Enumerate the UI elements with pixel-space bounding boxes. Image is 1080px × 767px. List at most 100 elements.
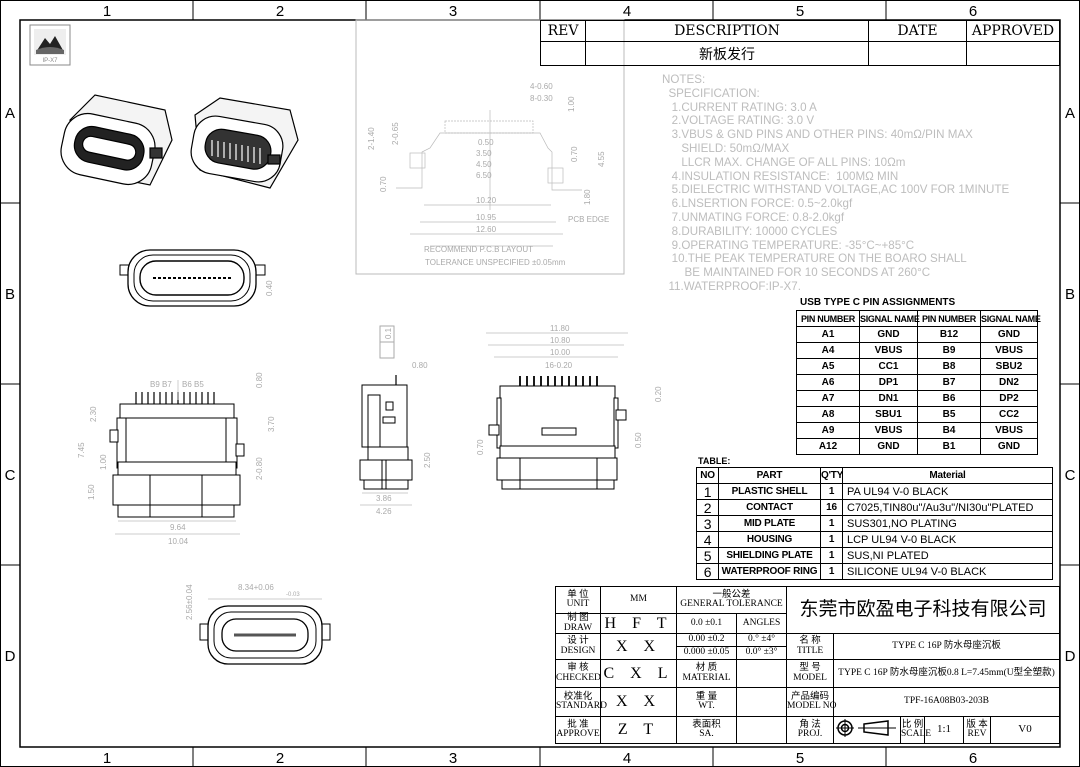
pin-header: SIGNAL NAME <box>980 310 1041 327</box>
note-line: 3.VBUS & GND PINS AND OTHER PINS: 40mΩ/P… <box>662 128 973 142</box>
dim-label: 10.00 <box>550 348 571 357</box>
pin-cell: GND <box>859 438 918 455</box>
parts-cell: 1 <box>820 531 843 548</box>
pin-cell: B8 <box>917 358 981 375</box>
zone-col: 1 <box>103 750 111 767</box>
note-line: 7.UNMATING FORCE: 0.8-2.0kgf <box>662 210 845 224</box>
parts-cell: 5 <box>696 547 719 564</box>
zone-col: 5 <box>796 750 804 767</box>
parts-cell: HOUSING <box>718 531 821 548</box>
tolerance-2: 0.00 ±0.2 <box>676 633 737 647</box>
zone-row: B <box>1065 286 1075 303</box>
dim-label: 0.70 <box>570 146 579 162</box>
note-line: 8.DURABILITY: 10000 CYCLES <box>662 224 838 238</box>
checked-value: C X L <box>600 659 677 688</box>
pcb-tolerance-note: TOLERANCE UNSPECIFIED ±0.05mm <box>425 258 566 267</box>
parts-cell: 2 <box>696 499 719 516</box>
dim-label: 8.34+0.06 <box>238 583 274 592</box>
zone-col: 3 <box>449 3 457 20</box>
pin-cell: CC2 <box>980 406 1038 423</box>
front-view: 0.40 <box>119 249 274 307</box>
pin-cell: A8 <box>796 406 860 423</box>
dim-label: 9.64 <box>170 523 186 532</box>
parts-header: Material <box>842 467 1053 484</box>
parts-cell: 1 <box>696 483 719 500</box>
parts-cell: SILICONE UL94 V-0 BLACK <box>842 563 1053 580</box>
note-line: 10.THE PEAK TEMPERATURE ON THE BOARO SHA… <box>662 252 967 266</box>
dim-label: 11.80 <box>550 324 570 333</box>
dim-label: 2-0.65 <box>391 122 400 145</box>
angle-tolerance-2: 0.0° ±3° <box>735 646 788 660</box>
tolerance-3: 0.000 ±0.05 <box>676 646 737 660</box>
weight-value <box>735 687 788 717</box>
pin-cell: DP2 <box>980 390 1038 407</box>
top-view: 8.34+0.06 -0.03 2.56±0.04 <box>185 583 331 665</box>
standard-value: X X <box>600 687 677 717</box>
dim-tolerance-label: -0.03 <box>286 592 300 598</box>
dim-label: 1.50 <box>87 484 96 500</box>
parts-cell: 1 <box>820 483 843 500</box>
pin-cell: B7 <box>917 374 981 391</box>
dim-label: 0.50 <box>478 138 494 147</box>
pin-cell: A6 <box>796 374 860 391</box>
pin-callout: B7 <box>162 380 172 389</box>
zone-row: D <box>5 648 16 665</box>
note-line: LLCR MAX. CHANGE OF ALL PINS: 10Ωm <box>662 155 906 169</box>
zone-row: D <box>1065 648 1076 665</box>
dim-label: 12.60 <box>476 225 497 234</box>
dim-label: 8-0.30 <box>530 94 553 103</box>
zone-row: C <box>1065 467 1076 484</box>
zone-col: 6 <box>969 3 977 20</box>
dim-label: 7.45 <box>77 442 86 458</box>
model-no-value: TPF-16A08B03-203B <box>833 687 1060 717</box>
note-line: BE MAINTAINED FOR 10 SECONDS AT 260°C <box>662 266 931 280</box>
design-value: X X <box>600 633 677 660</box>
zone-col: 1 <box>103 3 111 20</box>
tolerance-1: 0.0 ±0.1 <box>676 613 737 634</box>
parts-cell: SUS,NI PLATED <box>842 547 1053 564</box>
pin-cell: GND <box>980 326 1038 343</box>
pin-cell: A5 <box>796 358 860 375</box>
dim-label: 0.20 <box>654 386 663 402</box>
angles-label: ANGLES <box>735 613 788 634</box>
note-line: 11.WATERPROOF:IP-X7. <box>662 279 801 293</box>
approved-header: APPROVED <box>966 20 1060 42</box>
dim-label: 10.95 <box>476 213 497 222</box>
iso-view-rear <box>190 97 299 189</box>
pin-callout: B9 <box>150 380 160 389</box>
dim-label: 3.50 <box>476 149 492 158</box>
parts-cell: SUS301,NO PLATING <box>842 515 1053 532</box>
pin-cell: DP1 <box>859 374 918 391</box>
pin-cell: DN2 <box>980 374 1038 391</box>
pin-header: SIGNAL NAME <box>859 310 920 327</box>
svg-text:IP-X7: IP-X7 <box>42 58 58 64</box>
note-line: SPECIFICATION: <box>662 86 760 100</box>
pin-callout: B6 <box>182 380 192 389</box>
side-view: 0.1 0.80 2.50 3.86 4.26 <box>359 325 432 516</box>
parts-cell: PLASTIC SHELL <box>718 483 821 500</box>
scale-value: 1:1 <box>924 716 965 744</box>
parts-cell: 4 <box>696 531 719 548</box>
